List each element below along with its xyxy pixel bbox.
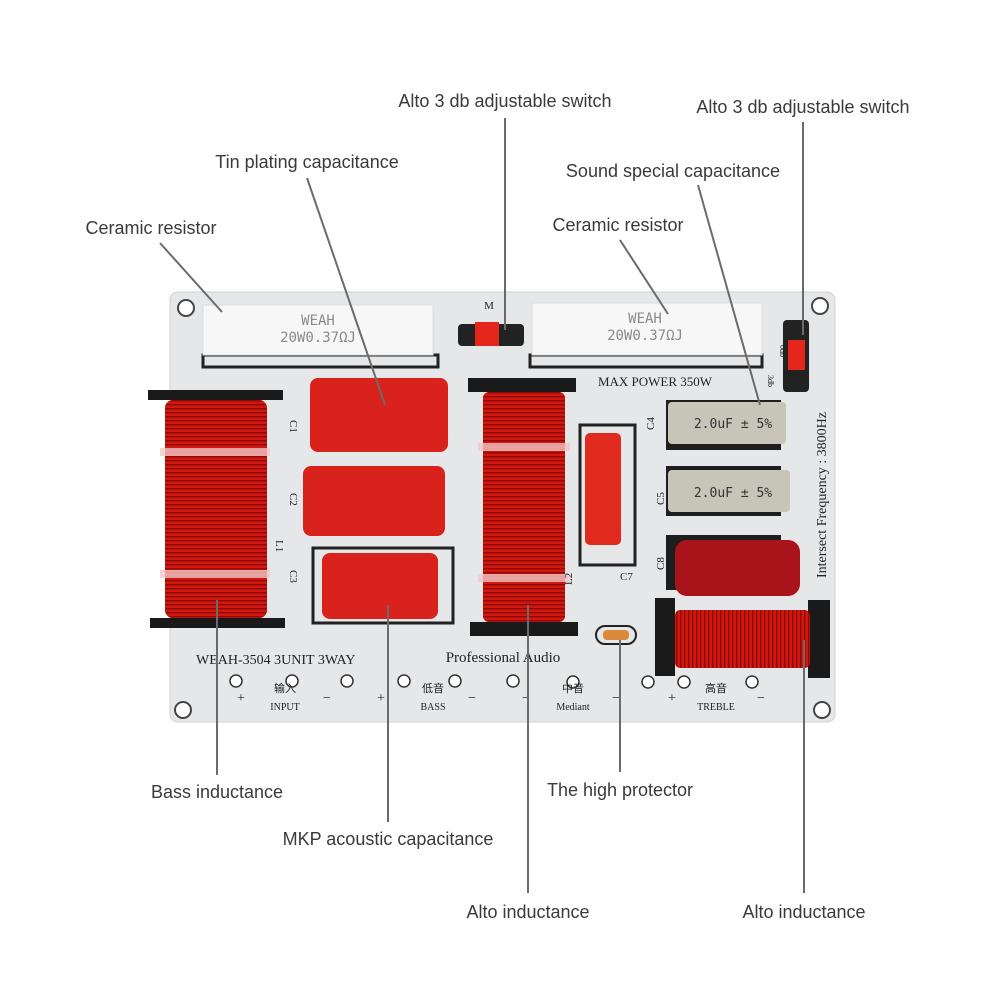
bass-inductor-l1: L1 [148,390,285,628]
ref-c8: C8 [655,557,667,570]
capacitor-c1: C1 [287,378,448,452]
callout-high-protector: The high protector [547,780,693,800]
cap-value: 2.0uF ± 5% [694,417,772,432]
terminal-en: Mediant [556,702,590,713]
capacitor-c2: C2 [287,466,445,536]
intersect-frequency-text: Intersect Frequency : 3800Hz [815,412,830,578]
alto-inductor-l3 [655,598,830,678]
alto-inductor-l2: L2 [468,378,578,636]
ref-c1: C1 [287,420,299,433]
callout-alto-switch-2: Alto 3 db adjustable switch [696,97,909,117]
minus-sign: − [323,691,331,706]
plus-sign: + [668,691,676,706]
ref-c7: C7 [620,571,633,583]
brand-text: Professional Audio [446,650,561,666]
cap-value: 2.0uF ± 5% [694,486,772,501]
terminal-mediant: 中音 Mediant − − [522,681,620,713]
callout-tin-plating: Tin plating capacitance [215,152,398,172]
ref-c3: C3 [287,570,299,583]
resistor-value: 20W0.37ΩJ [607,328,683,344]
callout-alto-inductance-1: Alto inductance [466,902,589,922]
alto-switch-1: M [458,300,524,346]
ref-l1: L1 [273,540,285,552]
max-power-text: MAX POWER 350W [598,374,713,389]
terminal-input: 输入 INPUT + − [237,681,331,713]
callout-bass-inductance: Bass inductance [151,782,283,802]
callout-alto-inductance-2: Alto inductance [742,902,865,922]
minus-sign: − [757,691,765,706]
capacitor-c5: 2.0uF ± 5% C5 [655,466,790,516]
minus-sign: − [522,691,530,706]
terminal-cn: 低音 [422,681,444,695]
ceramic-resistor-2: WEAH 20W0.37ΩJ [528,302,764,369]
resistor-brand: WEAH [301,313,335,329]
resistor-brand: WEAH [628,311,662,327]
callout-alto-switch-1: Alto 3 db adjustable switch [398,91,611,111]
callout-ceramic-2: Ceramic resistor [552,215,683,235]
model-text: WEAH-3504 3UNIT 3WAY [196,653,355,668]
terminal-cn: 高音 [705,681,727,695]
capacitor-c3-mkp: C3 [287,546,455,625]
capacitor-c7: C7 [578,423,637,583]
terminal-cn: 中音 [562,681,584,695]
ref-c5: C5 [655,492,667,505]
terminal-bass: 低音 BASS + − [377,681,476,713]
ceramic-resistor-1: WEAH 20W0.37ΩJ [201,304,440,369]
capacitor-c8: C8 [655,535,800,596]
switch-3db-label: 3db [766,375,775,387]
terminal-cn: 输入 [274,681,296,695]
callout-sound-special: Sound special capacitance [566,161,780,181]
resistor-value: 20W0.37ΩJ [280,330,356,346]
plus-sign: + [237,691,245,706]
high-protector [595,625,637,645]
terminal-en: INPUT [270,702,299,713]
ref-l2: L2 [563,573,575,585]
terminal-treble: 高音 TREBLE + − [668,681,765,713]
plus-sign: + [377,691,385,706]
alto-switch-2: 0db 3db [766,320,809,392]
callout-mkp: MKP acoustic capacitance [283,829,494,849]
minus-sign: − [468,691,476,706]
switch-mark: M [484,300,494,312]
terminal-en: BASS [420,702,445,713]
terminal-en: TREBLE [697,702,735,713]
leader-lines [159,118,805,893]
capacitor-c4: 2.0uF ± 5% C4 [645,400,786,450]
minus-sign: − [612,691,620,706]
ref-c2: C2 [287,493,299,506]
ref-c4: C4 [645,417,657,430]
callout-ceramic-1: Ceramic resistor [85,218,216,238]
switch-0db-label: 0db [778,345,787,357]
